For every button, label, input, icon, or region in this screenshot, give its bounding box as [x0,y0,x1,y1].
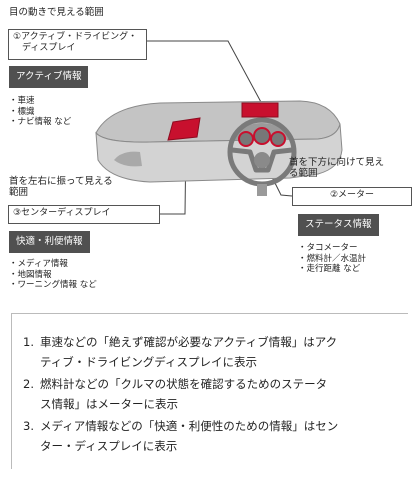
comfort-info-label: 快適・利便情報 [9,231,90,253]
gauge-center [253,127,271,145]
steering-wheel-hub [254,152,270,168]
list-item: ・地図情報 [9,269,52,280]
callout-line: ①アクティブ・ドライビング・ [13,32,138,42]
dashboard-top [95,100,341,143]
list-item: ・メディア情報 [9,259,68,269]
dashboard-face [95,123,343,183]
list-item: ・走行距離 など [298,264,361,274]
leader-line-active [147,40,263,105]
note-number: 2. [23,377,34,391]
status-info-label: ステータス情報 [298,214,379,236]
list-item: ・タコメーター [298,243,358,253]
active-info-label: アクティブ情報 [9,66,89,88]
note-line: 車速などの「絶えず確認が必要なアクティブ情報」はアク [40,335,338,349]
center-display-highlight [167,117,201,141]
active-display-callout: ①アクティブ・ドライビング・ ディスプレイ [8,29,147,60]
list-item: ・ワーニング情報 など [9,280,97,290]
steering-wheel-spokes [231,147,293,173]
meter-range-heading: 首を下方に向けて見え る範囲 [289,157,384,180]
note-number: 3. [23,419,34,433]
left-vent [114,151,142,167]
notes-panel: 1. 車速などの「絶えず確認が必要なアクティブ情報」はアク ティブ・ドライビング… [11,313,408,469]
status-info-list: ・タコメーター ・燃料計／水温計 ・走行距離 など [298,243,366,275]
note-item: 3. メディア情報などの「快適・利便性のための情報」はセン ター・ディスプレイに… [23,416,398,456]
center-range-heading: 首を左右に振って見える 範囲 [9,176,113,199]
list-item: ・車速 [9,96,35,106]
note-item: 2. 燃料計などの「クルマの状態を確認するためのステータ ス情報」はメーターに表… [23,374,398,414]
active-driving-display-highlight [241,102,279,118]
gauge-left [238,131,254,147]
note-number: 1. [23,335,34,349]
note-line: メディア情報などの「快適・利便性のための情報」はセン [40,419,339,433]
note-line: ティブ・ドライビングディスプレイに表示 [40,355,258,369]
comfort-info-list: ・メディア情報 ・地図情報 ・ワーニング情報 など [9,259,97,291]
callout-line: ディスプレイ [22,43,76,54]
note-line: ス情報」はメーターに表示 [40,397,178,411]
list-item: ・標識 [9,106,35,117]
heading-line: 範囲 [9,187,29,199]
dashboard-illustration [95,40,343,215]
active-range-heading: 目の動きで見える範囲 [9,7,104,18]
list-item: ・燃料計／水温計 [298,253,367,264]
active-info-list: ・車速 ・標識 ・ナビ情報 など [9,96,71,128]
note-line: ター・ディスプレイに表示 [40,439,178,453]
heading-line: 首を左右に振って見える [9,176,113,187]
gauge-right [270,131,286,147]
note-line: 燃料計などの「クルマの状態を確認するためのステータ [40,377,328,391]
note-item: 1. 車速などの「絶えず確認が必要なアクティブ情報」はアク ティブ・ドライビング… [23,332,398,372]
center-display-callout: ③センターディスプレイ [8,205,160,224]
meter-callout: ②メーター [292,187,412,206]
heading-line: 首を下方に向けて見え [289,157,385,168]
steering-column [257,184,267,196]
list-item: ・ナビ情報 など [9,117,72,127]
heading-line: る範囲 [289,168,318,180]
